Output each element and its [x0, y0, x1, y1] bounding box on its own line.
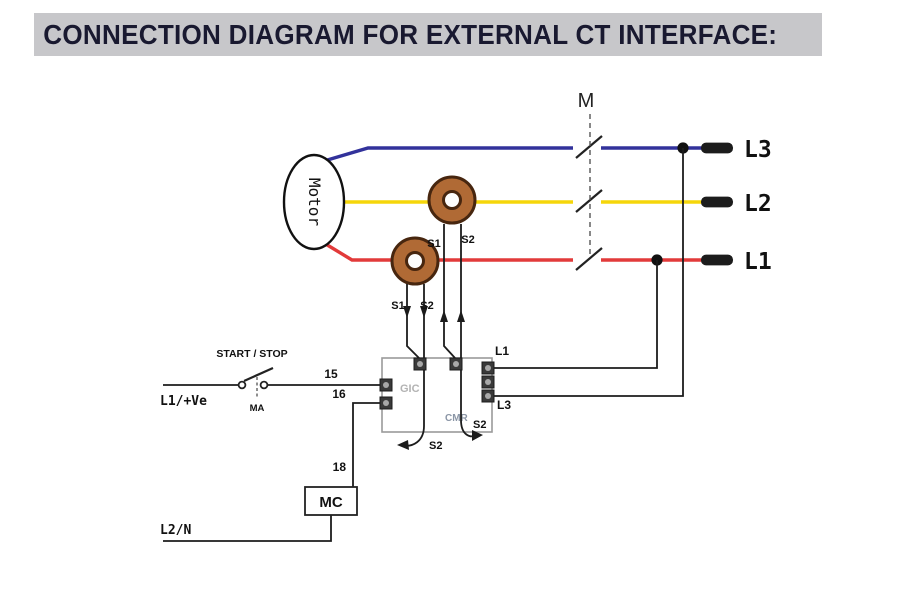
wire-relay-l3: [492, 148, 684, 397]
relay-terminal-right-2: [481, 375, 495, 389]
wire-relay-l1: [492, 260, 658, 369]
relay-terminals: [379, 357, 495, 410]
motor-symbol: Motor: [282, 153, 346, 251]
relay-l3-label: L3: [497, 398, 511, 412]
ct-top-s1-label: S1: [427, 238, 440, 250]
arrow-hook-right-icon: [472, 430, 483, 441]
contact-blade-icon: [243, 366, 274, 383]
motor-label: Motor: [305, 178, 324, 227]
relay-brand-label: GIC: [400, 383, 420, 395]
relay-model-label: CMR: [445, 413, 469, 424]
phase-line-l1: [323, 241, 702, 271]
phase-label-l2: L2: [744, 191, 772, 217]
relay-terminal-15: [379, 378, 393, 392]
ma-label: MA: [250, 403, 265, 414]
arrow-hook-left-icon: [397, 440, 409, 450]
lug-l1: [701, 254, 733, 266]
relay-s2-right-label: S2: [473, 419, 486, 431]
phase-line-l3: [323, 135, 702, 163]
relay-s2-left-label: S2: [429, 440, 442, 452]
relay-terminal-top-2: [449, 357, 463, 371]
wire-ct-top-s1: [443, 224, 456, 359]
l1-ve-label: L1/+Ve: [160, 394, 207, 409]
relay-l1-label: L1: [495, 344, 509, 358]
phase-label-l1: L1: [744, 249, 772, 275]
relay-box: GIC CMR: [381, 357, 493, 433]
ct-bottom-s1-label: S1: [391, 300, 404, 312]
terminal-16-label: 16: [332, 387, 346, 401]
ct-bottom-s2-label: S2: [420, 300, 433, 312]
lug-l2: [701, 196, 733, 208]
arrow-up-icon: [457, 310, 465, 322]
title-bar: CONNECTION DIAGRAM FOR EXTERNAL CT INTER…: [34, 13, 822, 56]
terminal-18-label: 18: [333, 460, 347, 474]
terminal-15-label: 15: [324, 367, 338, 381]
page-title: CONNECTION DIAGRAM FOR EXTERNAL CT INTER…: [43, 18, 778, 50]
contactor-contact-l2-icon: [575, 189, 603, 213]
mc-contactor-box: MC: [304, 486, 358, 516]
ct-bottom-icon: [390, 236, 440, 286]
start-stop-contact: [237, 366, 274, 399]
wire-16-to-mc: [352, 402, 380, 487]
arrow-down-icon: [403, 306, 411, 318]
arrow-up-icon: [440, 310, 448, 322]
mc-label: MC: [319, 494, 342, 511]
contactor-contact-l3-icon: [575, 135, 603, 159]
phase-line-l2: [344, 189, 702, 213]
wire-ct-bottom-s1: [406, 284, 420, 359]
relay-terminal-right-1: [481, 361, 495, 375]
wire-mc-to-l2n: [163, 515, 332, 542]
start-stop-label: START / STOP: [216, 348, 287, 360]
control-circuit-wires: [163, 384, 380, 542]
relay-terminal-16: [379, 396, 393, 410]
contactor-label: M: [578, 90, 595, 112]
ct-top-icon: [427, 175, 477, 225]
wire-direction-arrows: [397, 306, 483, 450]
relay-terminal-right-3: [481, 389, 495, 403]
arrow-down-icon: [420, 306, 428, 318]
lug-l3: [701, 142, 733, 154]
phase-label-l3: L3: [744, 137, 772, 163]
l2-n-label: L2/N: [160, 523, 191, 538]
contactor-contact-l1-icon: [575, 247, 603, 271]
ct-top-s2-label: S2: [461, 234, 474, 246]
relay-terminal-top-1: [413, 357, 427, 371]
